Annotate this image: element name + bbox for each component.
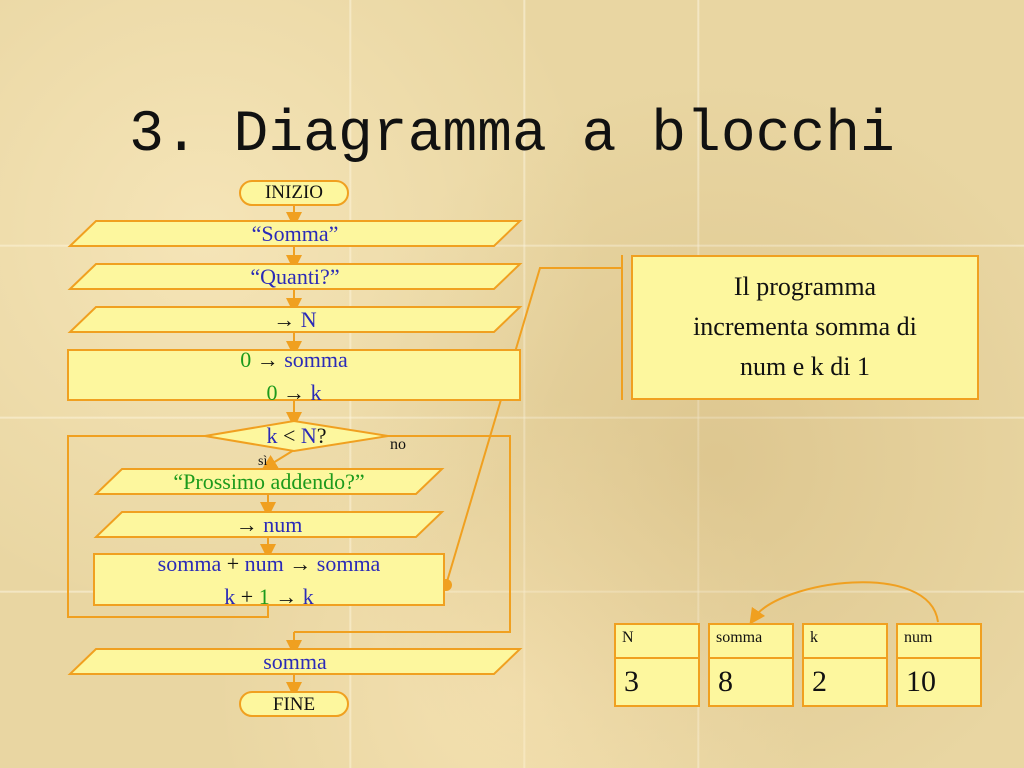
arrow-symbol: → (283, 380, 305, 405)
variable-name: N (622, 629, 634, 646)
end-label: FINE (272, 694, 316, 715)
variable-n: N (300, 307, 317, 332)
variable-n: N (300, 423, 317, 448)
explanation-note: Il programma incrementa somma di num e k… (631, 255, 979, 400)
plus-symbol: + (221, 551, 245, 576)
calc-somma-text: somma + num → somma (94, 550, 444, 578)
cell-divider (710, 657, 792, 659)
plus-symbol: + (235, 584, 259, 609)
condition-text: k < N? (205, 422, 388, 450)
variable-somma: somma (284, 347, 348, 372)
cell-divider (898, 657, 980, 659)
variable-k: k (302, 584, 314, 609)
variable-cell-num: num 10 (896, 623, 982, 707)
arrow-symbol: → (256, 347, 279, 372)
branch-label-si: sì (258, 454, 268, 469)
arrow-symbol: → (289, 551, 312, 576)
init-block (67, 349, 521, 401)
output-result-text: somma (263, 649, 327, 674)
note-line-1: Il programma (733, 272, 877, 301)
cell-divider (804, 657, 886, 659)
variable-name: k (810, 629, 818, 646)
variable-k: k (310, 380, 322, 405)
output-prossimo-shape (93, 468, 445, 495)
output-somma-text: “Somma” (251, 221, 339, 246)
calc-block (93, 553, 445, 606)
variable-k: k (266, 423, 278, 448)
note-line-3: num e k di 1 (740, 352, 870, 381)
variable-value: 2 (812, 665, 827, 698)
variable-cell-somma: somma 8 (708, 623, 794, 707)
input-n-shape (67, 306, 523, 333)
constant-zero: 0 (240, 347, 252, 372)
variable-cell-n: N 3 (614, 623, 700, 707)
variable-somma: somma (157, 551, 222, 576)
less-than-symbol: < (277, 423, 301, 448)
variable-value: 8 (718, 665, 733, 698)
arrow-symbol: → (273, 307, 296, 332)
input-num-shape (93, 511, 445, 538)
output-prossimo-text: “Prossimo addendo?” (173, 469, 365, 494)
init-k-text: 0 → k (68, 379, 520, 407)
note-line-2: incrementa somma di (693, 312, 917, 341)
variable-k: k (224, 584, 236, 609)
start-terminal (239, 180, 349, 206)
slide-title: 3. Diagramma a blocchi (129, 103, 895, 168)
constant-one: 1 (258, 584, 270, 609)
calc-k-text: k + 1 → k (94, 583, 444, 611)
output-somma-shape (67, 220, 523, 247)
output-result-shape (67, 648, 523, 675)
constant-zero: 0 (266, 380, 278, 405)
variable-cell-k: k 2 (802, 623, 888, 707)
branch-label-no: no (390, 436, 406, 453)
output-quanti-shape (67, 263, 523, 290)
arrow-symbol: → (275, 584, 298, 609)
arrow-symbol: → (235, 512, 258, 537)
variable-num: num (263, 512, 303, 537)
variable-value: 3 (624, 665, 639, 698)
variable-somma: somma (316, 551, 381, 576)
variable-value: 10 (906, 665, 936, 698)
variable-name: somma (716, 629, 763, 646)
variable-name: num (904, 629, 933, 646)
question-mark: ? (316, 423, 327, 448)
variable-num: num (244, 551, 284, 576)
output-quanti-text: “Quanti?” (250, 264, 340, 289)
init-somma-text: 0 → somma (68, 346, 520, 374)
end-terminal (239, 691, 349, 717)
input-num-text: → num (96, 511, 442, 539)
start-label: INIZIO (264, 182, 324, 203)
condition-diamond (204, 419, 389, 453)
cell-divider (616, 657, 698, 659)
input-n-text: → N (70, 306, 520, 334)
